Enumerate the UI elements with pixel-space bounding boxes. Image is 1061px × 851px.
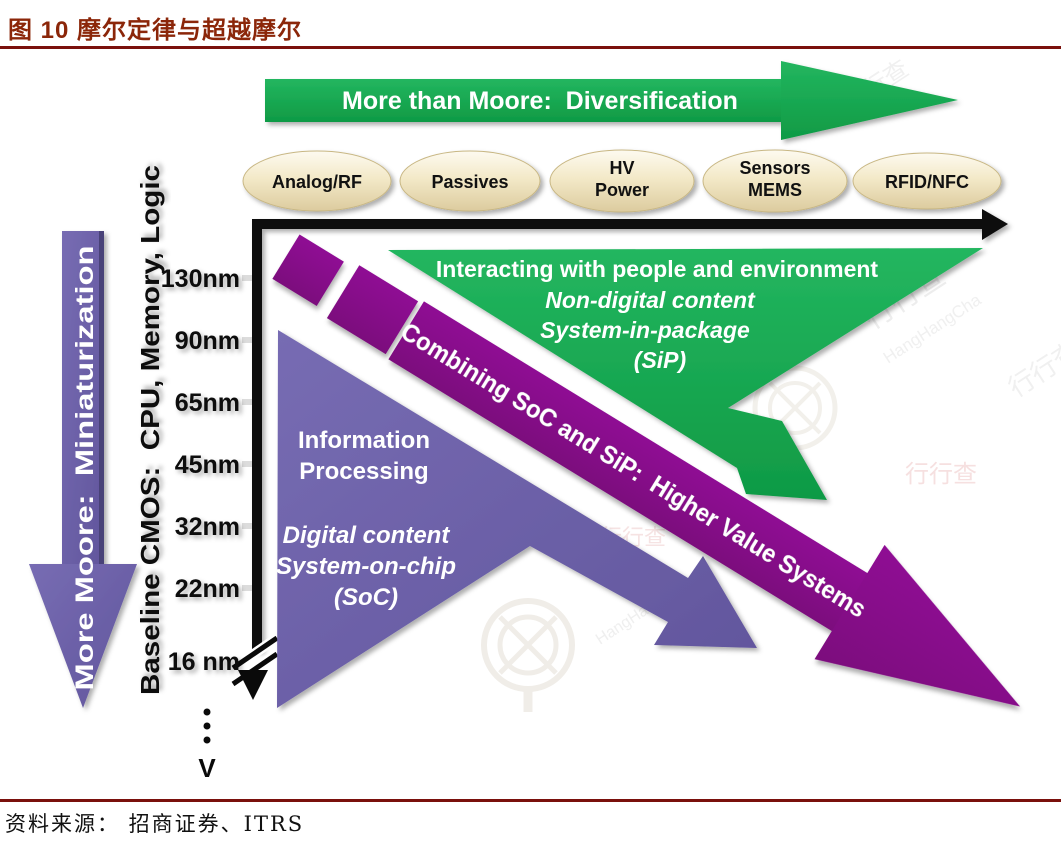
category-label: Sensors (739, 158, 810, 178)
page-title: 图 10 摩尔定律与超越摩尔 (8, 17, 303, 44)
bottom-rule (0, 799, 1061, 802)
y-axis-arrowhead-icon (238, 670, 268, 700)
node-label: 22nm (175, 575, 240, 603)
category-ellipses (242, 149, 1002, 213)
category-ellipse (549, 149, 695, 213)
node-label: 16 nm (168, 648, 240, 676)
axis-node-ticks (242, 275, 252, 591)
node-label: 130nm (161, 265, 240, 293)
combining-arrowhead-icon (814, 544, 1021, 707)
category-label: Analog/RF (272, 172, 362, 192)
source-note: 资料来源： 招商证券、ITRS (5, 812, 305, 836)
combining-arrow-dash (326, 265, 419, 355)
more-than-moore-label: More than Moore: Diversification (342, 87, 738, 115)
sip-arrow (388, 248, 983, 500)
category-label: HV (609, 158, 634, 178)
soc-heading: Information (298, 427, 430, 454)
sip-subtext: (SiP) (634, 347, 686, 373)
more-moore-arrow (29, 231, 137, 708)
sip-subtext: Non-digital content (545, 287, 756, 313)
axis-continuation-v: V (198, 753, 216, 783)
magnifier-logo-watermark-icon (481, 598, 575, 712)
node-label: 65nm (175, 389, 240, 417)
title-rule (0, 46, 1061, 49)
axes: V (198, 209, 1008, 783)
more-moore-label: More Moore: Miniaturization (71, 246, 99, 691)
node-label: 90nm (175, 327, 240, 355)
category-label: MEMS (748, 180, 802, 200)
category-ellipse (399, 150, 541, 212)
soc-subtext: (SoC) (334, 584, 398, 611)
watermark-cjk-char: 行行查 (905, 461, 977, 488)
watermark-cjk-text: 行行查 (1003, 335, 1061, 403)
category-label: Power (595, 180, 649, 200)
combining-arrow-band (388, 301, 868, 632)
x-axis-line (252, 219, 984, 229)
soc-heading: Processing (299, 458, 428, 485)
combining-arrow-dash (272, 234, 344, 306)
category-ellipse (852, 152, 1002, 210)
category-label: RFID/NFC (885, 172, 969, 192)
category-ellipse (702, 149, 848, 213)
axis-continuation-dots (203, 708, 211, 744)
soc-arrow (277, 330, 757, 708)
soc-subtext: Digital content (283, 522, 451, 549)
category-label: Passives (431, 172, 508, 192)
sip-heading: Interacting with people and environment (436, 256, 878, 282)
x-axis-arrowhead-icon (982, 209, 1008, 240)
sip-subtext: System-in-package (540, 317, 750, 343)
soc-subtext: System-on-chip (276, 553, 456, 580)
baseline-cmos-label: Baseline CMOS: CPU, Memory, Logic (135, 165, 165, 695)
node-label: 32nm (175, 513, 240, 541)
node-label: 45nm (175, 451, 240, 479)
axis-break-icon (230, 633, 280, 689)
more-than-moore-arrow (265, 61, 958, 140)
category-ellipse (242, 150, 392, 212)
y-axis-line (252, 219, 262, 651)
